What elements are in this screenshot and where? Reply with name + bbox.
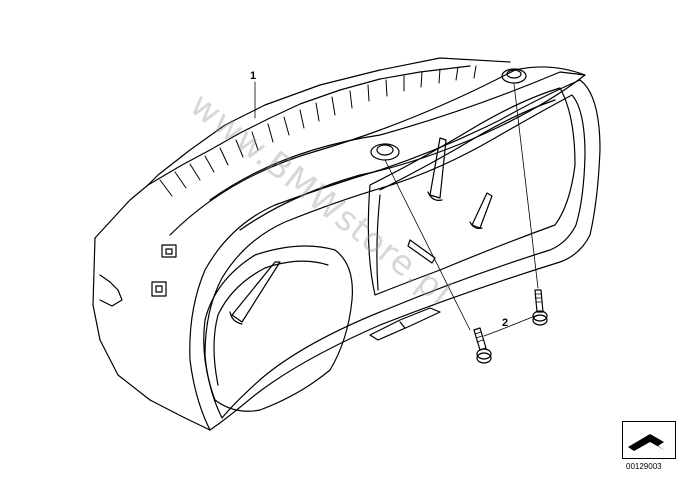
- leader-lines: [254, 81, 539, 337]
- callout-part-2: 2: [502, 317, 509, 329]
- next-page-arrow-icon[interactable]: [622, 421, 676, 459]
- callout-part-1: 1: [250, 70, 257, 82]
- front-bezel: [189, 79, 601, 431]
- screw-right: [532, 289, 548, 326]
- gauge-needles: [229, 137, 493, 325]
- screw-left: [473, 327, 492, 364]
- diagram-code: 00129003: [626, 462, 662, 471]
- instrument-cluster-housing: [92, 57, 586, 431]
